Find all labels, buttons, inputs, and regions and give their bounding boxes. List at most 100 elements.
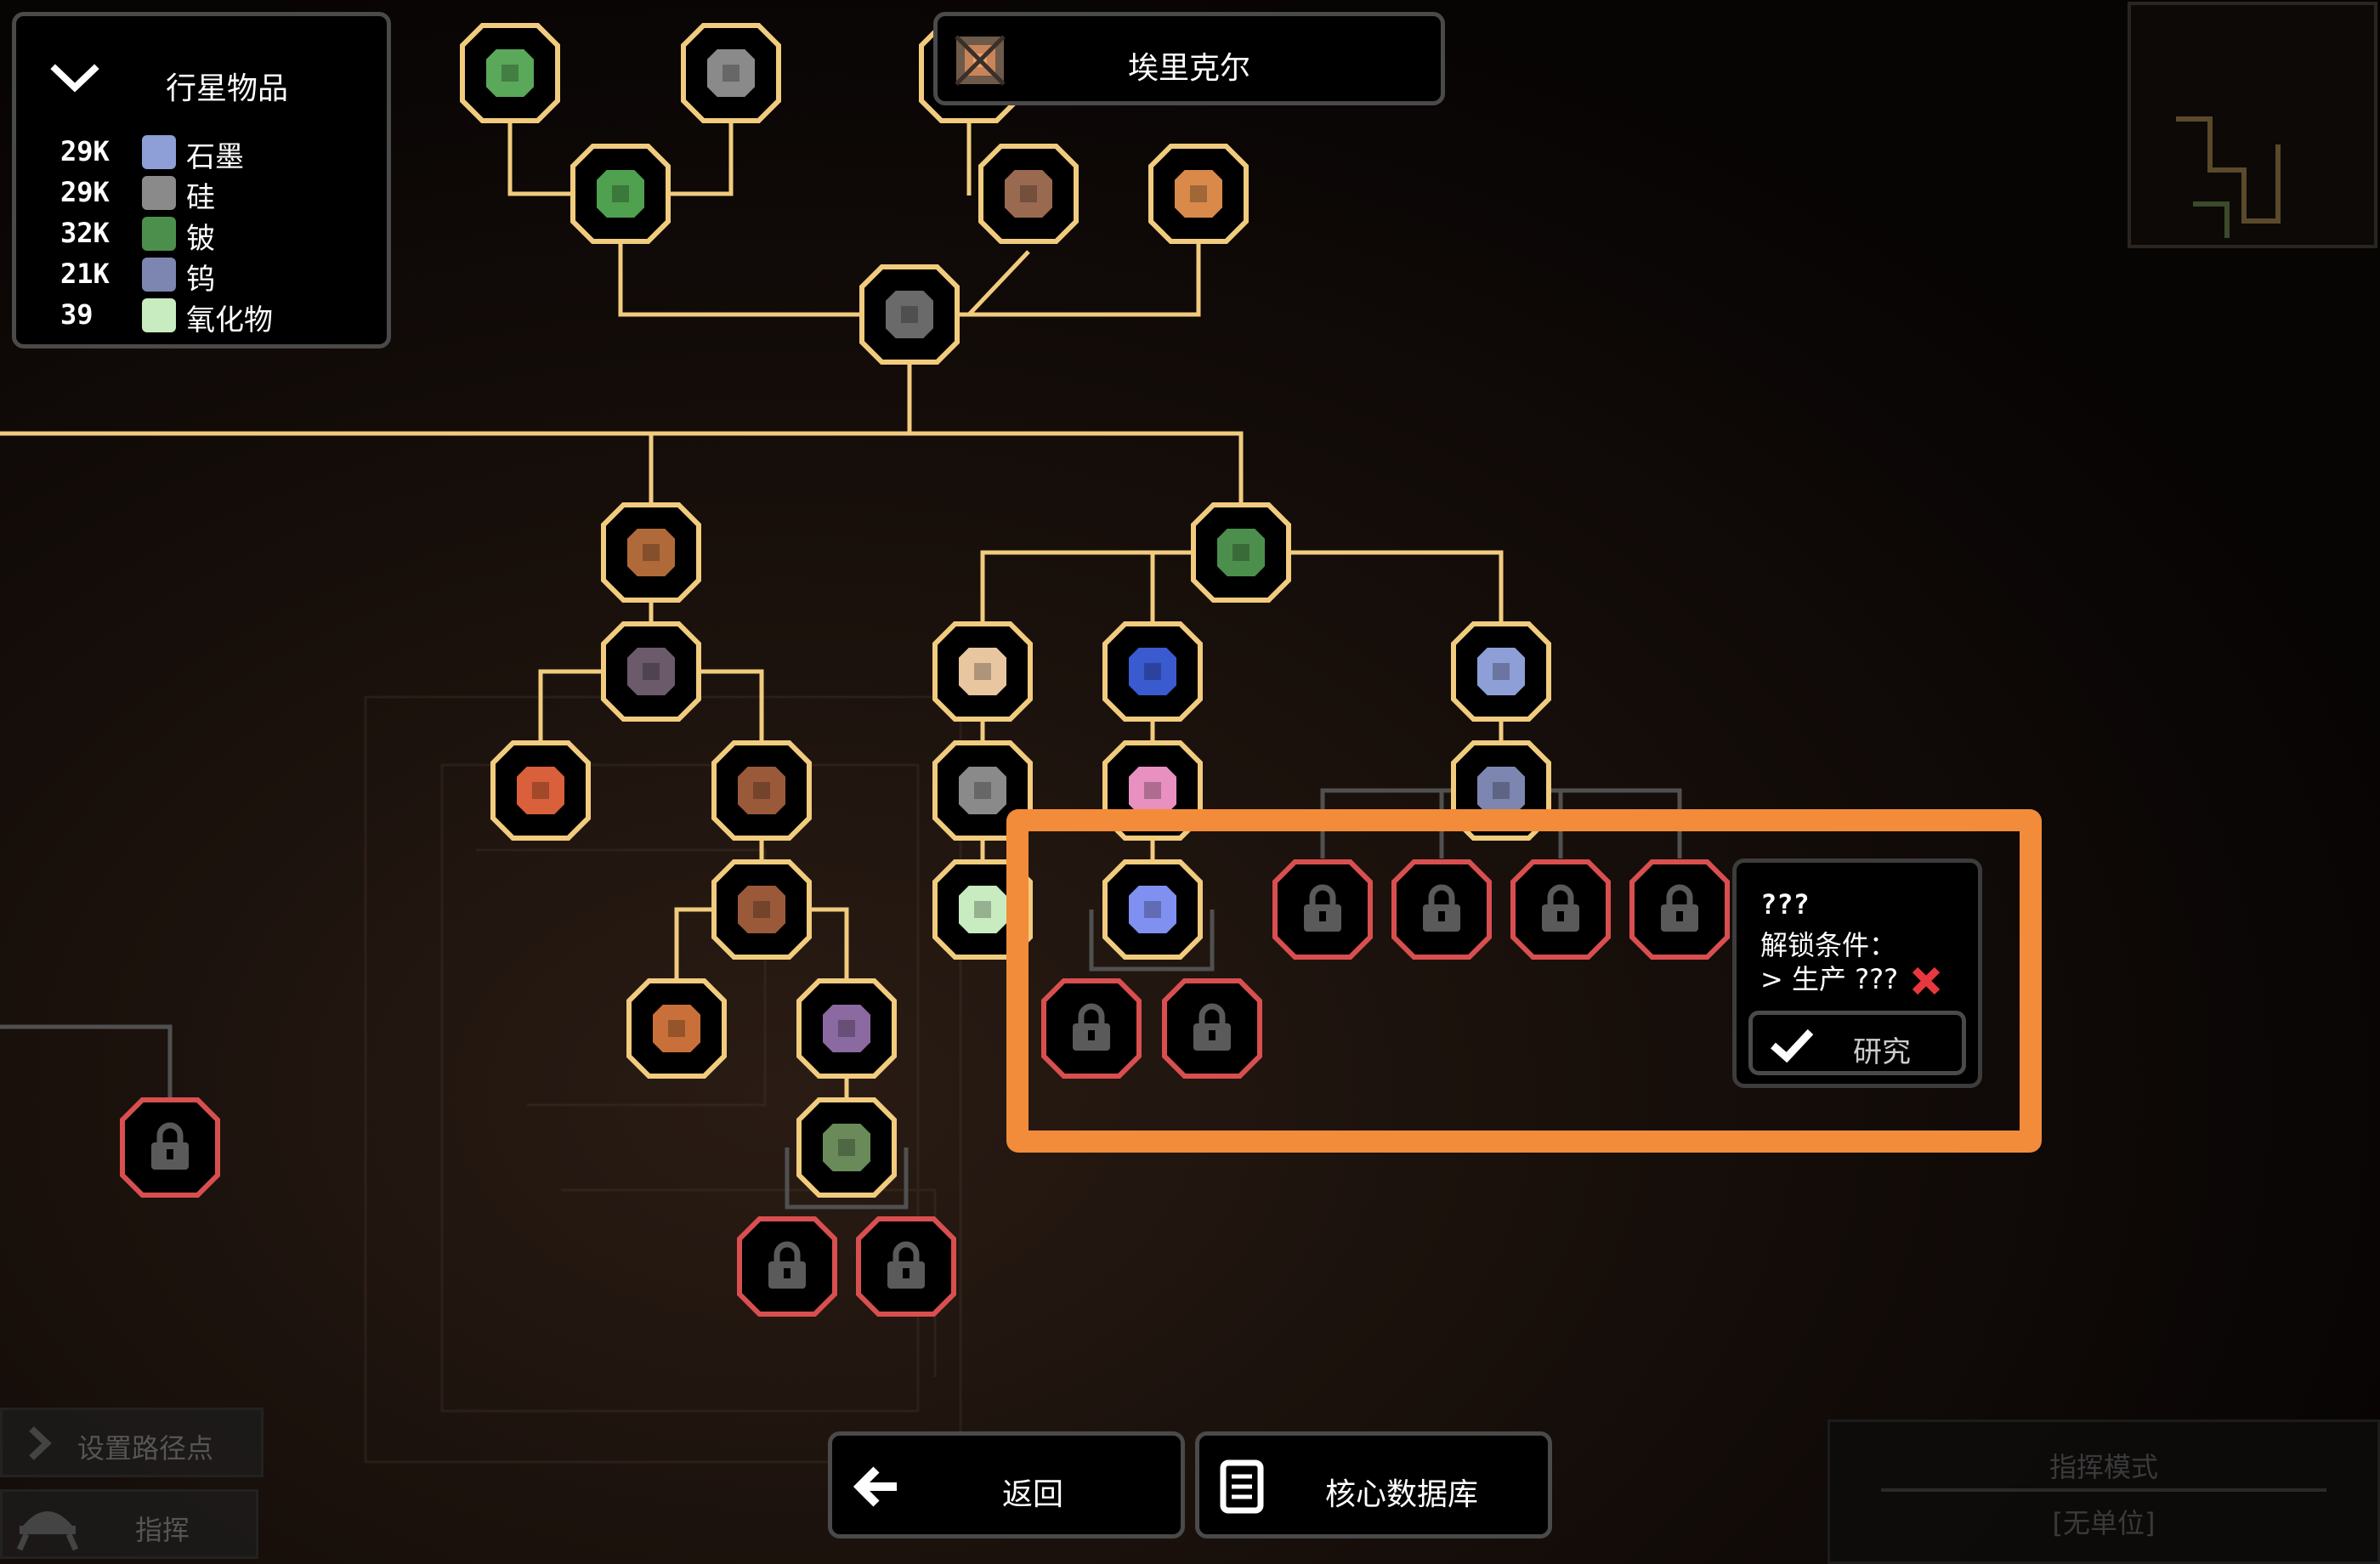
back-button[interactable]: 返回 [828,1431,1185,1538]
tech-node-sand[interactable] [932,621,1033,722]
locked-node-4[interactable] [1629,859,1730,960]
locked-node-2[interactable] [1391,859,1492,960]
tech-node-graphite[interactable] [1451,621,1551,722]
item-count: 29K [60,176,110,208]
purple-shield-icon [627,648,675,695]
eye-drone-icon [1175,170,1222,218]
planet-item-row: 39 氧化物 [48,297,371,337]
command-label: 指挥 [135,1514,190,1546]
command-mode-title: 指挥模式 [2048,1451,2158,1483]
tech-node-flower-b[interactable] [711,859,812,960]
lock-icon [1423,884,1460,932]
graphite-icon [142,135,176,169]
tech-node-pink-swirl[interactable] [1102,740,1203,841]
locked-node-6[interactable] [1162,978,1262,1079]
locked-node-left[interactable] [120,1097,220,1198]
green-bug-icon [823,1124,870,1171]
oxide-icon [959,886,1006,933]
database-label: 核心数据库 [1325,1477,1479,1512]
locked-node-3[interactable] [1510,859,1611,960]
tech-node-gray-frame[interactable] [681,23,781,123]
item-name: 氧化物 [186,303,273,337]
command-mode-panel: 指挥模式 [无单位] [1828,1420,2380,1564]
tech-node-water[interactable] [1102,621,1203,722]
item-name: 石墨 [186,140,244,174]
graphite-icon [1477,648,1525,695]
set-waypoint-button[interactable]: 设置路径点 [0,1408,264,1477]
planet-item-row: 29K 石墨 [48,133,371,174]
arrow-left-icon [853,1466,897,1507]
water-drop-icon [1129,648,1176,695]
tech-node-purple-bug[interactable] [796,978,897,1079]
chevron-down-icon [50,64,99,93]
gray-frame-icon [707,49,755,97]
planet-header[interactable]: 埃里克尔 [933,12,1445,105]
research-button[interactable]: 研究 [1748,1011,1966,1075]
lock-icon [1542,884,1579,932]
command-mode-divider [1881,1488,2326,1492]
pink-swirl-icon [1129,767,1176,814]
lock-icon [1193,1003,1231,1051]
tooltip-title: ??? [1760,888,1810,921]
tech-node-green-bug[interactable] [796,1097,897,1198]
lock-icon [1073,1003,1110,1051]
lock-icon [151,1122,189,1170]
red-x-icon [1912,966,1941,995]
locked-node-7[interactable] [737,1216,837,1317]
lock-icon [768,1241,806,1289]
tech-node-tungsten[interactable] [1451,740,1551,841]
tungsten-icon [1477,767,1525,814]
tech-node-brown-wing[interactable] [978,144,1079,244]
tech-node-green-frame[interactable] [460,23,560,123]
silicon-icon [142,176,176,210]
tungsten-icon [142,258,176,292]
planet-name: 埃里克尔 [1127,51,1250,86]
blue-swirl-icon [1129,886,1176,933]
database-icon [1220,1459,1264,1514]
tech-node-copper-bird[interactable] [601,502,701,603]
tech-node-beryllium[interactable] [1191,502,1291,603]
item-name: 钨 [186,263,215,297]
waypoint-label: 设置路径点 [77,1432,214,1465]
planet-item-row: 21K 钨 [48,256,371,297]
lock-icon [1304,884,1341,932]
command-button[interactable]: 指挥 [0,1489,258,1559]
minimap[interactable] [2128,2,2377,248]
tech-node-flower-a[interactable] [711,740,812,841]
tech-node-oxide[interactable] [932,859,1033,960]
collapse-toggle[interactable] [50,62,99,96]
requirement-text: > 生产 ??? [1760,963,1899,995]
beryllium-icon [1217,529,1265,576]
chevron-right-icon [29,1426,52,1460]
tech-node-green-block[interactable] [570,144,671,244]
item-count: 29K [60,135,110,167]
brown-wing-icon [1005,170,1052,218]
unlock-label: 解锁条件： [1760,929,1897,961]
tech-node-orange-bug[interactable] [626,978,727,1079]
lock-icon [887,1241,925,1289]
red-ring-icon [517,767,564,814]
tech-node-blue-swirl[interactable] [1102,859,1203,960]
tech-node-purple-shield[interactable] [601,621,701,722]
green-frame-icon [486,49,534,97]
core-database-button[interactable]: 核心数据库 [1195,1431,1552,1538]
locked-node-8[interactable] [856,1216,956,1317]
item-count: 32K [60,217,110,249]
flower-icon [738,767,785,814]
locked-node-1[interactable] [1272,859,1373,960]
tech-node-silicon[interactable] [932,740,1033,841]
locked-node-5[interactable] [1041,978,1142,1079]
item-count: 39 [60,298,94,331]
tech-node-red-ring[interactable] [490,740,591,841]
beryllium-icon [142,217,176,251]
core-icon [886,291,933,338]
tech-node-core[interactable] [859,264,960,365]
erekir-planet-icon [953,33,1007,88]
tech-node-eye-drone[interactable] [1148,144,1249,244]
item-count: 21K [60,258,110,290]
planet-item-row: 29K 硅 [48,174,371,215]
item-name: 硅 [186,181,215,215]
sand-icon [959,648,1006,695]
